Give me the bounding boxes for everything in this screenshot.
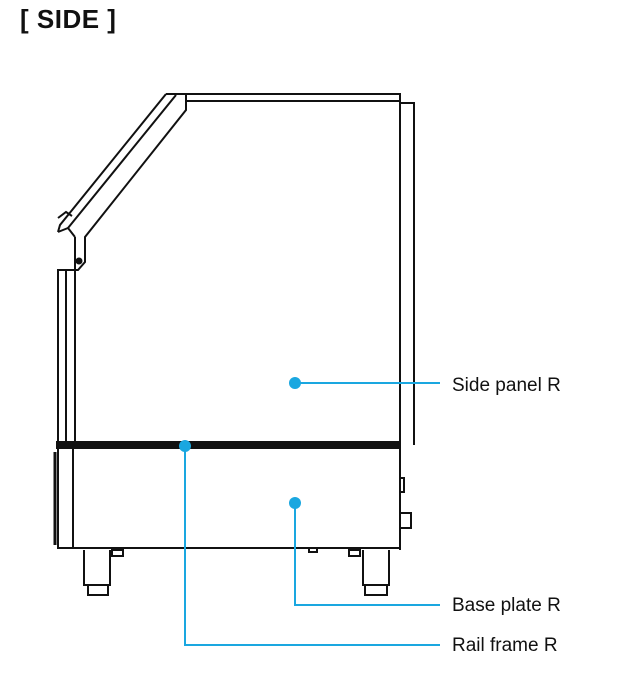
top-edge <box>186 93 415 445</box>
view-title: [ SIDE ] <box>20 4 117 34</box>
leader-base-plate <box>294 503 440 606</box>
hinge-icon <box>75 257 83 265</box>
hood-frame <box>57 93 187 445</box>
cabinet-outline <box>53 93 415 596</box>
label-base-plate: Base plate R <box>452 595 561 616</box>
label-rail-frame: Rail frame R <box>452 635 558 656</box>
foot-left <box>83 550 111 596</box>
base-plate <box>57 447 401 549</box>
handle-icon <box>57 210 73 219</box>
label-side-panel: Side panel R <box>452 375 561 396</box>
callout-dot-base-plate <box>289 497 301 509</box>
callout-dot-side-panel <box>289 377 301 389</box>
foot-right <box>362 550 390 596</box>
leader-lines <box>184 382 440 646</box>
leader-rail-frame <box>184 446 440 646</box>
callout-dot-rail-frame <box>179 440 191 452</box>
